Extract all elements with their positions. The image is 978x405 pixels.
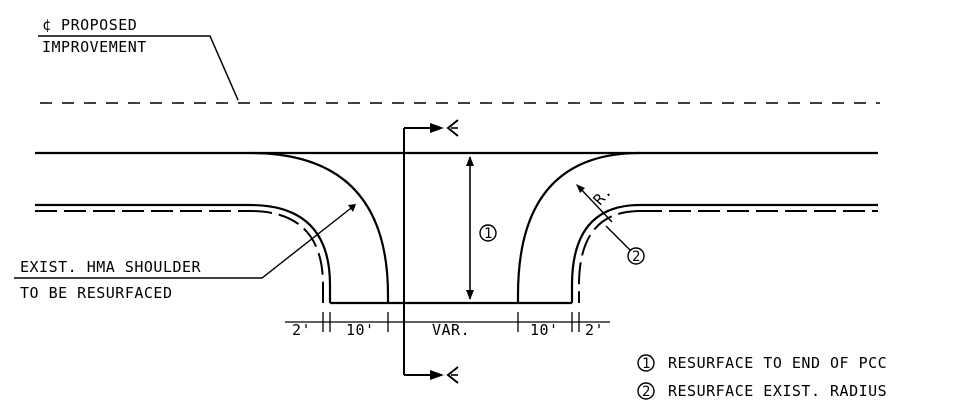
right-radius-inner (570, 203, 641, 303)
callout-one-arrow-top (466, 156, 474, 166)
shoulder-label-line2: TO BE RESURFACED (20, 284, 173, 302)
legend-two-number: 2 (642, 384, 650, 400)
callout-one-number: 1 (484, 226, 492, 242)
dim-text-two-left: 2' (292, 321, 311, 339)
shoulder-label-line1: EXIST. HMA SHOULDER (20, 258, 202, 276)
dim-text-ten-right: 10' (530, 321, 559, 339)
left-radius-outer (249, 151, 390, 303)
centerline-label-line1: ¢ PROPOSED (42, 16, 137, 34)
section-letter-bottom-glyph (446, 366, 459, 384)
section-letter-top-glyph (446, 119, 459, 137)
callout-two-number: 2 (632, 249, 640, 265)
radius-dimension (577, 185, 613, 223)
legend-two-text: RESURFACE EXIST. RADIUS (668, 382, 887, 400)
centerline-leader (38, 35, 239, 101)
dim-text-var: VAR. (432, 321, 470, 339)
right-radius-outer (516, 151, 641, 303)
dim-text-two-right: 2' (585, 321, 604, 339)
section-arrow-bottom-head (430, 370, 444, 380)
callout-two-circle (627, 247, 645, 265)
callout-one-arrow-bottom (466, 290, 474, 300)
dim-text-ten-left: 10' (346, 321, 375, 339)
callout-one-circle (479, 224, 497, 242)
shoulder-leader (14, 204, 356, 279)
callout-two-leader (605, 225, 631, 251)
legend-one-circle (637, 354, 655, 372)
shoulder-leader-arrow (348, 204, 356, 212)
radius-label: R. (590, 182, 616, 208)
left-radius-dashed (249, 210, 324, 303)
section-arrow-top-head (430, 123, 444, 133)
centerline-label-line2: IMPROVEMENT (42, 38, 147, 56)
legend-two-circle (637, 382, 655, 400)
left-radius-inner (249, 203, 332, 303)
legend-one-text: RESURFACE TO END OF PCC (668, 354, 887, 372)
right-radius-dashed (578, 210, 641, 303)
radius-arrow (576, 184, 585, 193)
legend-one-number: 1 (642, 356, 650, 372)
